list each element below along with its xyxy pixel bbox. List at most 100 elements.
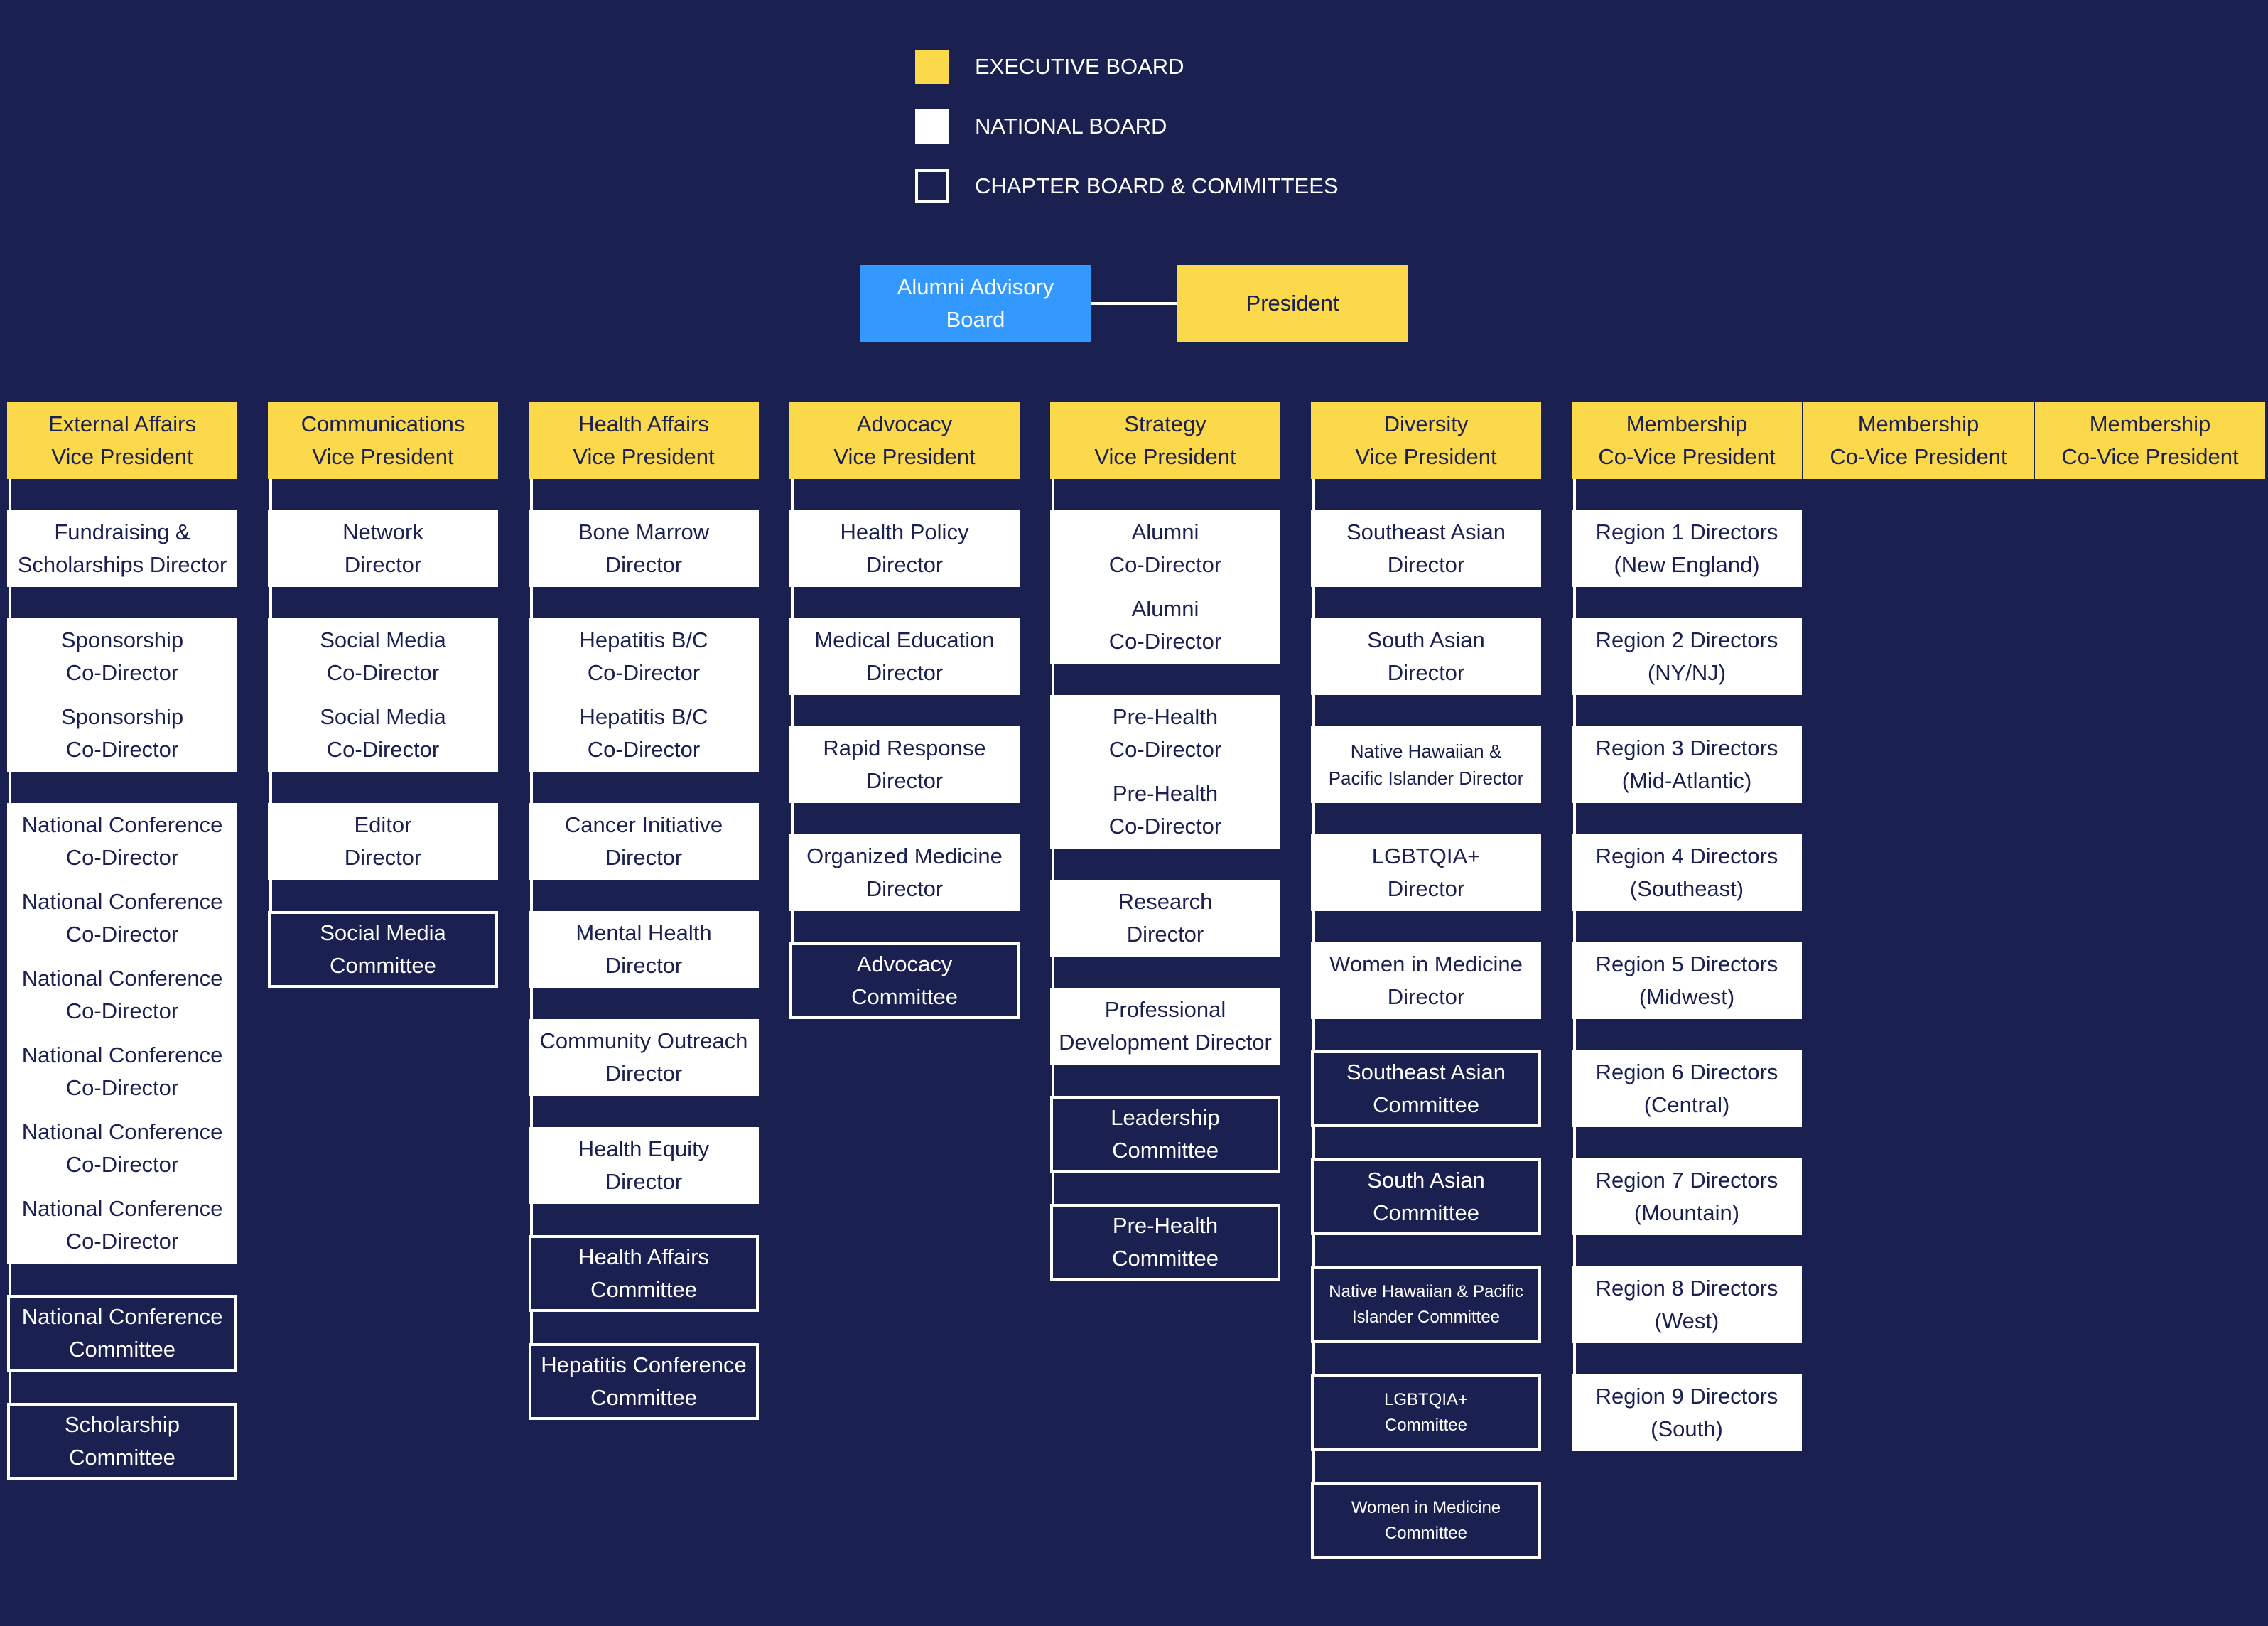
column-external-affairs-item: National Conference Committee — [7, 1295, 237, 1372]
column-membership-item-label: Region 4 Directors (Southeast) — [1595, 844, 1778, 901]
column-communications-head-label: Communications Vice President — [301, 411, 465, 469]
column-advocacy-item-label: Rapid Response Director — [823, 736, 986, 793]
column-membership-head-3-label: Membership Co-Vice President — [2061, 411, 2239, 469]
column-diversity-item-label: South Asian Committee — [1367, 1168, 1485, 1225]
column-membership-item: Region 7 Directors (Mountain) — [1572, 1158, 1802, 1235]
column-diversity-item: Women in Medicine Director — [1311, 942, 1541, 1019]
column-membership-item: Region 9 Directors (South) — [1572, 1374, 1802, 1451]
column-advocacy-item-label: Medical Education Director — [814, 628, 995, 685]
column-communications-item-label: Network Director — [342, 519, 423, 577]
column-external-affairs-item: Scholarship Committee — [7, 1403, 237, 1480]
column-membership-item-label: Region 9 Directors (South) — [1595, 1384, 1778, 1441]
column-health-affairs-item-label: Cancer Initiative Director — [564, 812, 723, 870]
column-communications-head: Communications Vice President — [268, 402, 498, 479]
column-advocacy-item: Medical Education Director — [789, 618, 1020, 695]
column-advocacy-head: Advocacy Vice President — [789, 402, 1020, 479]
column-external-affairs-head: External Affairs Vice President — [7, 402, 237, 479]
column-strategy-item: Alumni Co-Director — [1050, 510, 1280, 587]
alumni-advisory-board-label: Alumni Advisory Board — [897, 274, 1054, 332]
column-membership-item: Region 4 Directors (Southeast) — [1572, 834, 1802, 911]
column-membership-head-2-label: Membership Co-Vice President — [1830, 411, 2007, 469]
column-membership-item-label: Region 3 Directors (Mid-Atlantic) — [1595, 736, 1778, 793]
column-strategy-item-label: Pre-Health Committee — [1112, 1213, 1219, 1271]
column-external-affairs-item: National Conference Co-Director — [7, 957, 237, 1033]
column-external-affairs-item-label: Fundraising & Scholarships Director — [17, 519, 227, 577]
column-strategy-item-label: Pre-Health Co-Director — [1108, 704, 1222, 762]
alumni-advisory-board: Alumni Advisory Board — [860, 265, 1091, 342]
column-health-affairs-item-label: Health Affairs Committee — [578, 1244, 709, 1302]
column-membership-head-3: Membership Co-Vice President — [2035, 402, 2265, 479]
column-membership-item: Region 1 Directors (New England) — [1572, 510, 1802, 587]
column-strategy-item: Pre-Health Co-Director — [1050, 695, 1280, 772]
column-communications-item-label: Social Media Co-Director — [320, 704, 446, 762]
column-membership-head-label: Membership Co-Vice President — [1598, 411, 1776, 469]
column-health-affairs-item-label: Hepatitis Conference Committee — [541, 1352, 747, 1410]
column-membership-item-label: Region 7 Directors (Mountain) — [1595, 1168, 1778, 1225]
column-diversity-item: South Asian Director — [1311, 618, 1541, 695]
column-external-affairs-item-label: National Conference Co-Director — [21, 1119, 223, 1177]
column-strategy-item: Professional Development Director — [1050, 988, 1280, 1065]
column-health-affairs-item-label: Health Equity Director — [578, 1136, 710, 1194]
column-diversity-spine — [1312, 479, 1315, 1559]
president-label: President — [1246, 291, 1339, 316]
column-external-affairs-item: Sponsorship Co-Director — [7, 618, 237, 695]
column-communications-item-label: Editor Director — [344, 812, 422, 870]
column-communications-item: Network Director — [268, 510, 498, 587]
column-communications-item-label: Social Media Co-Director — [320, 628, 446, 685]
column-membership-item: Region 3 Directors (Mid-Atlantic) — [1572, 726, 1802, 803]
column-external-affairs-item-label: National Conference Co-Director — [21, 1043, 223, 1100]
column-strategy-item-label: Leadership Committee — [1111, 1105, 1220, 1163]
column-communications-item: Social Media Co-Director — [268, 618, 498, 695]
column-membership-item: Region 5 Directors (Midwest) — [1572, 942, 1802, 1019]
legend-label-national: NATIONAL BOARD — [975, 114, 1167, 139]
column-communications-item: Editor Director — [268, 803, 498, 880]
column-diversity-item: Native Hawaiian & Pacific Islander Direc… — [1311, 726, 1541, 803]
column-health-affairs-item-label: Bone Marrow Director — [578, 519, 710, 577]
column-external-affairs-item-label: National Conference Co-Director — [21, 812, 223, 870]
column-strategy-item-label: Research Director — [1118, 889, 1213, 947]
column-diversity-head: Diversity Vice President — [1311, 402, 1541, 479]
column-external-affairs-item-label: Scholarship Committee — [65, 1412, 180, 1470]
column-health-affairs-item: Health Equity Director — [529, 1127, 759, 1204]
column-diversity-item: LGBTQIA+ Committee — [1311, 1374, 1541, 1451]
column-membership-item: Region 8 Directors (West) — [1572, 1266, 1802, 1343]
column-membership-head-2: Membership Co-Vice President — [1803, 402, 2034, 479]
column-external-affairs-item: National Conference Co-Director — [7, 1033, 237, 1110]
column-health-affairs-item: Hepatitis B/C Co-Director — [529, 695, 759, 772]
column-diversity-item-label: Women in Medicine Director — [1329, 952, 1523, 1009]
column-external-affairs-item-label: National Conference Committee — [21, 1304, 223, 1362]
column-advocacy-item-label: Advocacy Committee — [851, 952, 958, 1009]
column-strategy-item: Leadership Committee — [1050, 1096, 1280, 1173]
column-health-affairs-item: Hepatitis Conference Committee — [529, 1343, 759, 1420]
column-external-affairs-item-label: Sponsorship Co-Director — [60, 628, 184, 685]
column-communications-item: Social Media Committee — [268, 911, 498, 988]
column-membership-item: Region 2 Directors (NY/NJ) — [1572, 618, 1802, 695]
column-diversity-item-label: Southeast Asian Director — [1346, 519, 1506, 577]
column-membership-item: Region 6 Directors (Central) — [1572, 1050, 1802, 1127]
column-strategy-item: Pre-Health Committee — [1050, 1204, 1280, 1281]
column-external-affairs-item-label: National Conference Co-Director — [21, 966, 223, 1023]
column-health-affairs-item-label: Community Outreach Director — [539, 1028, 748, 1086]
column-strategy-item-label: Professional Development Director — [1059, 997, 1272, 1055]
column-external-affairs-item: Sponsorship Co-Director — [7, 695, 237, 772]
column-external-affairs-head-label: External Affairs Vice President — [48, 411, 196, 469]
column-health-affairs-item: Hepatitis B/C Co-Director — [529, 618, 759, 695]
column-communications-item: Social Media Co-Director — [268, 695, 498, 772]
column-diversity-item: Southeast Asian Committee — [1311, 1050, 1541, 1127]
column-strategy-item-label: Alumni Co-Director — [1108, 596, 1222, 654]
column-advocacy-item-label: Health Policy Director — [840, 519, 969, 577]
column-strategy-head-label: Strategy Vice President — [1094, 411, 1236, 469]
column-diversity-item: LGBTQIA+ Director — [1311, 834, 1541, 911]
column-diversity-item-label: LGBTQIA+ Director — [1371, 844, 1481, 901]
column-communications-item-label: Social Media Committee — [320, 920, 446, 978]
column-diversity-item-label: Native Hawaiian & Pacific Islander Direc… — [1328, 741, 1524, 789]
column-membership-head: Membership Co-Vice President — [1572, 402, 1802, 479]
column-advocacy-item: Organized Medicine Director — [789, 834, 1020, 911]
column-membership-item-label: Region 5 Directors (Midwest) — [1595, 952, 1778, 1009]
column-health-affairs-item-label: Hepatitis B/C Co-Director — [579, 704, 708, 762]
column-external-affairs-item: National Conference Co-Director — [7, 880, 237, 957]
column-external-affairs-item-label: National Conference Co-Director — [21, 889, 223, 947]
column-diversity-item-label: Women in Medicine Committee — [1351, 1498, 1501, 1543]
legend-swatch-national — [915, 109, 949, 144]
